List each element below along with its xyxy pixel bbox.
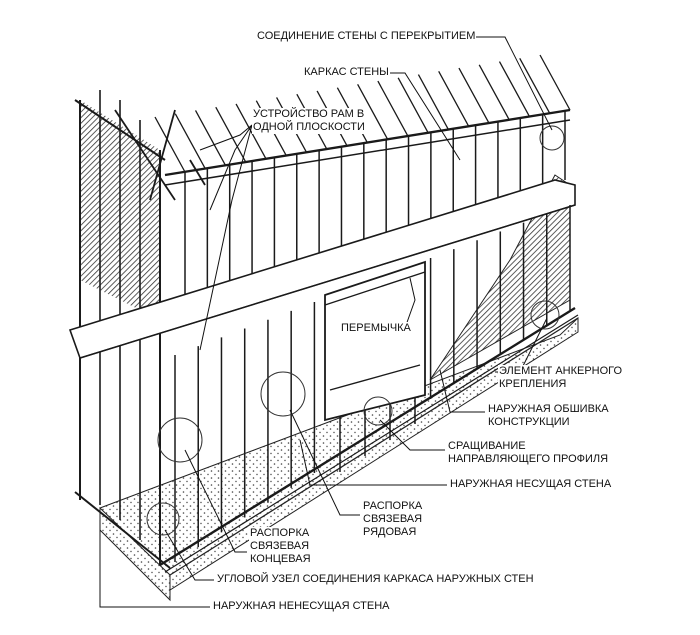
- roof-joist: [377, 80, 409, 137]
- leader-frames-3: [199, 124, 253, 351]
- label-outer-nonbearing-wall: НАРУЖНАЯ НЕНЕСУЩАЯ СТЕНА: [212, 600, 391, 613]
- label-anchor-element: ЭЛЕМЕНТ АНКЕРНОГО КРЕПЛЕНИЯ: [498, 365, 624, 391]
- roof-joist: [539, 54, 571, 111]
- label-end-brace: РАСПОРКА СВЯЗЕВАЯ КОНЦЕВАЯ: [249, 527, 312, 566]
- rim-band: [68, 179, 576, 359]
- label-corner-joint: УГЛОВОЙ УЗЕЛ СОЕДИНЕНИЯ КАРКАСА НАРУЖНЫХ…: [216, 573, 535, 586]
- label-outer-bearing-wall: НАРУЖНАЯ НЕСУЩАЯ СТЕНА: [449, 478, 613, 491]
- label-outer-sheathing: НАРУЖНАЯ ОБШИВКА КОНСТРУКЦИИ: [487, 403, 610, 429]
- leader-nonbearing-wall: [99, 520, 210, 608]
- leader-corner: [164, 529, 214, 581]
- leader-frames-1: [199, 124, 253, 151]
- upper-floor-frame: [164, 108, 571, 186]
- roof-joist: [438, 71, 470, 127]
- roof-joist: [498, 61, 531, 117]
- bottom-plate: [159, 306, 579, 573]
- leader-frames-2: [209, 124, 253, 211]
- leader-bearing-wall: [299, 439, 447, 486]
- leader-sheathing: [439, 369, 485, 413]
- roof-joist: [478, 64, 510, 121]
- leader-wall-frame: [389, 72, 461, 161]
- roof-joist: [458, 67, 490, 124]
- detail-circle-row-brace: [260, 371, 306, 417]
- lower-studs: [174, 205, 571, 562]
- roof-joist: [357, 84, 389, 140]
- detail-circle-end-brace: [157, 417, 203, 463]
- roof-joist: [417, 74, 449, 130]
- leader-splice: [379, 419, 445, 451]
- roof-joist: [154, 116, 186, 173]
- roof-joist: [215, 106, 247, 163]
- roof-joist: [194, 110, 227, 166]
- window-opening: [324, 260, 426, 422]
- label-wall-frame: КАРКАС СТЕНЫ: [303, 66, 390, 79]
- label-lintel: ПЕРЕМЫЧКА: [340, 322, 412, 335]
- roof-joist: [174, 113, 206, 170]
- leader-lines: [99, 36, 553, 608]
- roof-joist: [519, 57, 551, 114]
- roof-joist: [235, 103, 267, 160]
- leader-row-brace: [289, 409, 360, 516]
- label-wall-floor-joint: СОЕДИНЕНИЕ СТЕНЫ С ПЕРЕКРЫТИЕМ: [256, 30, 477, 43]
- detail-circle-splice: [363, 396, 393, 426]
- detail-circles: [146, 125, 565, 536]
- label-frames-in-plane: УСТРОЙСТВО РАМ В ОДНОЙ ПЛОСКОСТИ: [252, 108, 366, 134]
- upper-braces: [114, 109, 206, 201]
- roof-joist: [397, 77, 429, 134]
- detail-circle-floor-joint: [539, 125, 565, 151]
- leader-end-brace: [184, 449, 247, 553]
- label-track-splice: СРАЩИВАНИЕ НАПРАВЛЯЮЩЕГО ПРОФИЛЯ: [447, 440, 610, 466]
- detail-circle-anchor: [530, 300, 560, 330]
- leader-wall-floor-joint: [475, 36, 553, 131]
- detail-circle-corner: [146, 502, 180, 536]
- label-row-brace: РАСПОРКА СВЯЗЕВАЯ РЯДОВАЯ: [362, 500, 424, 539]
- leader-lintel: [404, 277, 416, 329]
